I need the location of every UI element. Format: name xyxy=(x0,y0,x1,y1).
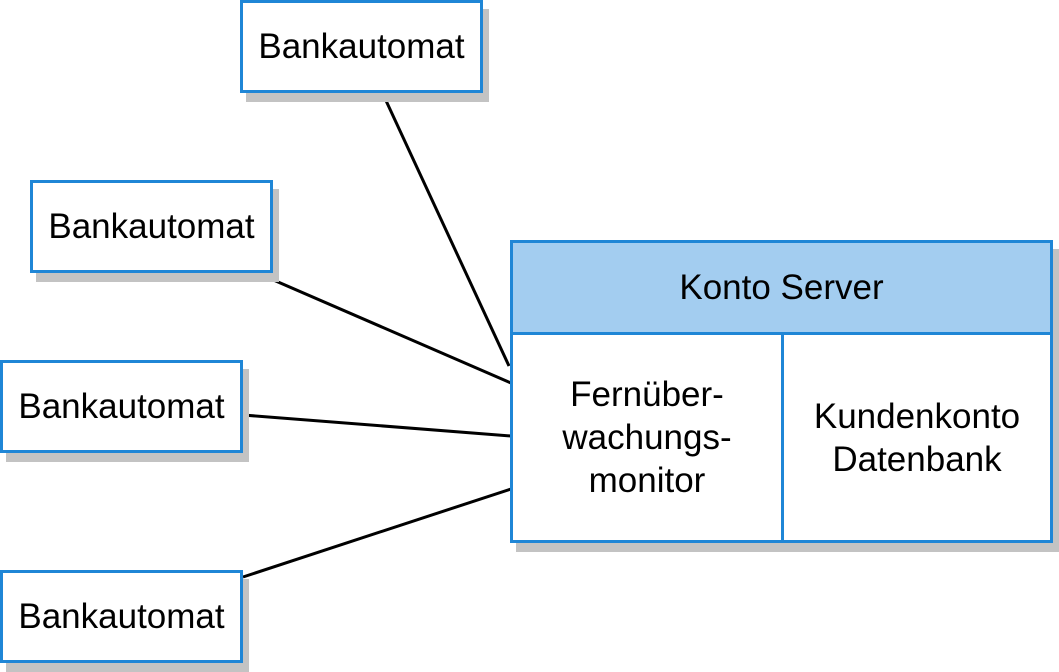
atm-node-label: Bankautomat xyxy=(18,596,225,636)
atm-node-label: Bankautomat xyxy=(18,386,225,426)
connector-atm-2-monitor xyxy=(254,270,512,385)
atm-node-1: Bankautomat xyxy=(240,0,483,93)
account-server-title: Konto Server xyxy=(679,267,884,307)
remote-monitor-cell: Fernüber- wachungs- monitor xyxy=(513,335,781,540)
account-server-header: Konto Server xyxy=(513,243,1050,335)
customer-database-cell: Kundenkonto Datenbank xyxy=(784,335,1050,540)
connector-atm-1-monitor xyxy=(380,91,511,367)
customer-database-label: Kundenkonto Datenbank xyxy=(813,396,1021,479)
account-server-node: Konto Server Fernüber- wachungs- monitor… xyxy=(510,240,1053,543)
server-divider xyxy=(781,335,784,540)
remote-monitor-label: Fernüber- wachungs- monitor xyxy=(562,375,732,500)
atm-node-label: Bankautomat xyxy=(258,26,465,66)
connector-atm-3-monitor xyxy=(242,413,512,438)
atm-node-3: Bankautomat xyxy=(0,360,243,453)
atm-node-4: Bankautomat xyxy=(0,570,243,663)
atm-node-label: Bankautomat xyxy=(48,206,255,246)
atm-node-2: Bankautomat xyxy=(30,180,273,273)
connector-atm-4-monitor xyxy=(242,487,512,579)
